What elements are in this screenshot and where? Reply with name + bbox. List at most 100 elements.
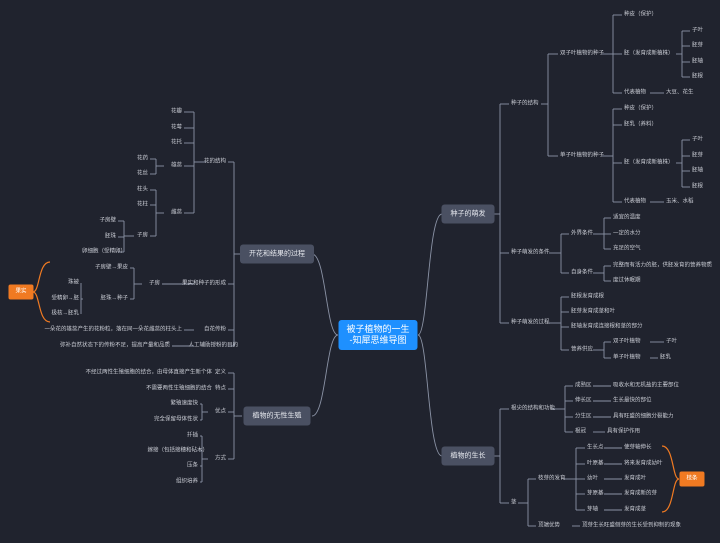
nutrition-supply-node[interactable]: 营养供应 <box>571 346 594 353</box>
asexual-feature-desc: 不需要两性生殖细胞的结合 <box>145 385 212 392</box>
monocot-embryo-part: 胚轴 <box>692 167 704 174</box>
seed-structure-node[interactable]: 种子的结构 <box>511 100 539 107</box>
root-zone-name: 根冠 <box>575 428 587 435</box>
monocot-embryo[interactable]: 胚（发育成新植株） <box>624 159 674 166</box>
dicot-seed-coat: 种皮（保护） <box>624 11 658 18</box>
monocot-seed-coat: 种皮（保护） <box>624 105 658 112</box>
asexual-method: 扦插 <box>186 432 198 439</box>
bud-part-desc: 发育成新的芽 <box>624 490 658 497</box>
branch-flower-fruit[interactable]: 开花和结果的过程 <box>240 244 314 264</box>
asexual-method: 组织培养 <box>175 478 198 485</box>
external-condition-item: 一定的水分 <box>613 230 641 237</box>
asexual-feature-label[interactable]: 特点 <box>214 385 226 392</box>
root-zone-desc: 具有旺盛的细胞分裂能力 <box>613 413 674 420</box>
external-condition-item: 适宜的温度 <box>613 214 641 221</box>
apical-dominance-label[interactable]: 顶端优势 <box>538 522 561 529</box>
root-zone-desc: 具有保护作用 <box>607 428 641 435</box>
bud-part-desc: 发育成叶 <box>624 475 647 482</box>
branch-tag[interactable]: 枝条 <box>679 471 705 487</box>
connector <box>661 445 680 513</box>
root-title-line2: -知犀思维导图 <box>349 335 407 345</box>
connector <box>417 334 443 457</box>
dicot-representative-value: 大豆、花生 <box>666 89 694 96</box>
branch-asexual-reproduction[interactable]: 植物的无性生殖 <box>243 406 311 426</box>
fruit-tag[interactable]: 果实 <box>8 284 34 300</box>
dicot-representative-label: 代表植物 <box>624 89 647 96</box>
root-zone-name: 分生区 <box>575 413 592 420</box>
apical-dominance-desc: 顶芽生长旺盛侧芽的生长受到抑制的现象 <box>582 522 682 529</box>
bud-part-desc: 将来发育成幼叶 <box>624 460 663 467</box>
root-zone-desc: 生长最快的部位 <box>613 397 652 404</box>
artificial-pollination-label[interactable]: 人工辅助授粉的目的 <box>188 342 238 349</box>
flower-part: 花托 <box>170 139 182 146</box>
monocot-embryo-part: 胚芽 <box>692 152 704 159</box>
root-zone-name: 伸长区 <box>575 397 592 404</box>
monocot-embryo-part: 子叶 <box>692 136 704 143</box>
ovary-wall: 子房壁 <box>99 217 116 224</box>
pistil-node[interactable]: 雌蕊 <box>170 209 182 216</box>
monocot-endosperm: 胚乳（养料） <box>624 121 658 128</box>
nutrition-dicot-label: 双子叶植物 <box>613 338 641 345</box>
connector <box>311 334 339 417</box>
self-pollination-desc: 一朵花的雄蕊产生的花粉粒，落在同一朵花雌蕊的柱头上 <box>44 326 182 333</box>
self-conditions-node[interactable]: 自身条件 <box>571 269 594 276</box>
fertilized-egg-to-embryo: 受精卵→胚 <box>51 295 79 302</box>
asexual-advantage-node[interactable]: 优点 <box>214 408 226 415</box>
nutrition-monocot-value: 胚乳 <box>660 354 672 361</box>
egg-cell: 卵细胞（受精卵） <box>81 248 126 255</box>
root-node[interactable]: 被子植物的一生 -知犀思维导图 <box>338 320 418 350</box>
pistil-part: 柱头 <box>136 186 148 193</box>
dicot-seed-node[interactable]: 双子叶植物的种子 <box>560 50 605 57</box>
ovule-to-seed[interactable]: 胚珠→种子 <box>100 295 128 302</box>
connector <box>32 261 51 323</box>
root-tip-node[interactable]: 根尖的结构和功能 <box>511 405 556 412</box>
polar-nucleus-to-endosperm: 极核→胚乳 <box>51 310 79 317</box>
bud-part-desc: 使芽轴伸长 <box>624 444 652 451</box>
asexual-methods-node[interactable]: 方式 <box>214 455 226 462</box>
stem-node[interactable]: 茎 <box>511 499 517 506</box>
asexual-advantage-item: 完全保留母体性状 <box>153 416 198 423</box>
bud-part-name: 生长点 <box>587 444 604 451</box>
asexual-advantage-item: 繁殖速度快 <box>170 400 198 407</box>
dicot-embryo-part: 胚芽 <box>692 42 704 49</box>
self-condition-item: 度过休眠期 <box>613 277 641 284</box>
branch-plant-growth[interactable]: 植物的生长 <box>441 446 495 466</box>
germination-step: 胚芽发育成茎和叶 <box>571 308 616 315</box>
fruit-formation-node[interactable]: 果实和种子的形成 <box>181 280 226 287</box>
root-zone-name: 成熟区 <box>575 382 592 389</box>
ovary-node[interactable]: 子房 <box>136 232 148 239</box>
bud-development-node[interactable]: 枝芽的发育 <box>538 475 566 482</box>
branch-seed-germination[interactable]: 种子的萌发 <box>441 204 495 224</box>
root-title-line1: 被子植物的一生 <box>346 324 410 334</box>
stamen-node[interactable]: 雄蕊 <box>170 162 182 169</box>
fruit-ovary-node[interactable]: 子房 <box>148 280 160 287</box>
external-conditions-node[interactable]: 外界条件 <box>571 230 594 237</box>
root-zone-desc: 吸收水和无机盐的主要部位 <box>613 382 680 389</box>
bud-part-name: 芽轴 <box>587 506 599 513</box>
ovule: 胚珠 <box>104 233 116 240</box>
connector <box>311 253 339 336</box>
germination-conditions-node[interactable]: 种子萌发的条件 <box>511 249 550 256</box>
artificial-pollination-desc: 弥补自然状态下的传粉不足，提高产量和品质 <box>59 342 170 349</box>
bud-part-name: 叶原基 <box>587 460 604 467</box>
bud-part-name: 芽原基 <box>587 490 604 497</box>
germination-step: 胚轴发育成连接根和茎的部分 <box>571 323 643 330</box>
germination-step: 胚根发育成根 <box>571 293 605 300</box>
self-condition-item: 完整而有活力的胚，供胚发育的营养物质 <box>613 262 713 269</box>
asexual-method: 压条 <box>186 462 198 469</box>
self-pollination-label[interactable]: 自花传粉 <box>203 326 226 333</box>
pistil-part: 花柱 <box>136 201 148 208</box>
flower-part: 花萼 <box>170 124 182 131</box>
nutrition-dicot-value: 子叶 <box>666 338 678 345</box>
monocot-seed-node[interactable]: 单子叶植物的种子 <box>560 152 605 159</box>
dicot-embryo[interactable]: 胚（发育成新植株） <box>624 50 674 57</box>
bud-part-name: 幼叶 <box>587 475 599 482</box>
asexual-definition-label[interactable]: 定义 <box>214 369 226 376</box>
asexual-method: 嫁接（包括接穗和砧木） <box>147 447 208 454</box>
monocot-representative-value: 玉米、水稻 <box>666 198 694 205</box>
integument: 珠被 <box>67 279 79 286</box>
external-condition-item: 充足的空气 <box>613 245 641 252</box>
flower-structure-node[interactable]: 花的结构 <box>203 158 226 165</box>
germination-process-node[interactable]: 种子萌发的过程 <box>511 319 550 326</box>
